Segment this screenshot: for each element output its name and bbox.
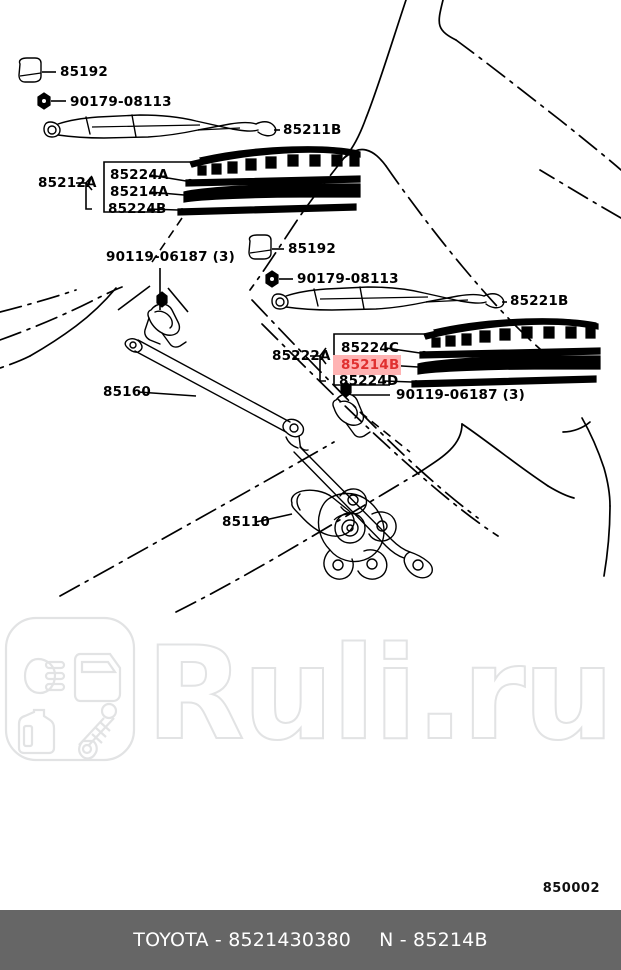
callout-85110: 85110	[222, 514, 270, 530]
bracket-85212A	[76, 161, 200, 213]
footer-text: TOYOTA - 8521430380 N - 85214B	[133, 929, 487, 951]
leader-85110	[255, 513, 293, 523]
vehicle-body-outline	[0, 0, 621, 613]
leader-90119-lower	[352, 394, 411, 453]
callout-90179-08113-upper: 90179-08113	[70, 94, 172, 110]
part-85110-wiper-motor	[290, 488, 397, 580]
callout-85212A: 85212A	[38, 175, 97, 191]
part-85222A-blade-assembly-rh	[411, 318, 601, 388]
callout-85224B: 85224B	[108, 201, 166, 217]
part-85192-cap-upper	[18, 57, 42, 83]
callout-85224A: 85224A	[110, 167, 169, 183]
footer-brand-part-number: TOYOTA - 8521430380	[133, 929, 352, 951]
callout-85160: 85160	[103, 384, 151, 400]
callout-85214A: 85214A	[110, 184, 169, 200]
callout-85224C: 85224C	[341, 340, 399, 356]
callout-85192-upper: 85192	[60, 64, 108, 80]
callout-85221B: 85221B	[510, 293, 568, 309]
part-85192-cap-lower	[248, 234, 272, 260]
callout-90119-06187-upper: 90119-06187 (3)	[106, 249, 235, 265]
part-85212A-blade-assembly-lh	[177, 146, 361, 216]
leader-90119-upper	[117, 217, 189, 313]
part-90179-08113-nut-lower	[265, 270, 279, 288]
callout-90119-06187-lower: 90119-06187 (3)	[396, 387, 525, 403]
callout-85214B-highlighted: 85214B	[341, 357, 399, 373]
footer-part-code: N - 85214B	[379, 929, 488, 951]
footer-bar: TOYOTA - 8521430380 N - 85214B	[0, 910, 621, 970]
callout-85222A: 85222A	[272, 348, 331, 364]
part-85221B-wiper-arm-rh	[271, 286, 505, 311]
parts-diagram-illustration: 85192 90179-08113 85211B 85212A 85224A 8…	[0, 0, 621, 613]
callout-90179-08113-lower: 90179-08113	[297, 271, 399, 287]
callout-85224D: 85224D	[339, 373, 398, 389]
callout-85211B: 85211B	[283, 122, 341, 138]
part-85211B-wiper-arm-lh	[43, 114, 277, 139]
callout-85192-lower: 85192	[288, 241, 336, 257]
part-85160-wiper-link	[124, 291, 433, 579]
part-90179-08113-nut-upper	[37, 92, 51, 110]
diagram-reference-number: 850002	[542, 881, 600, 896]
leader-85160	[137, 391, 197, 397]
highlight-85214B	[333, 355, 401, 375]
callout-labels: 85192 90179-08113 85211B 85212A 85224A 8…	[38, 64, 568, 530]
